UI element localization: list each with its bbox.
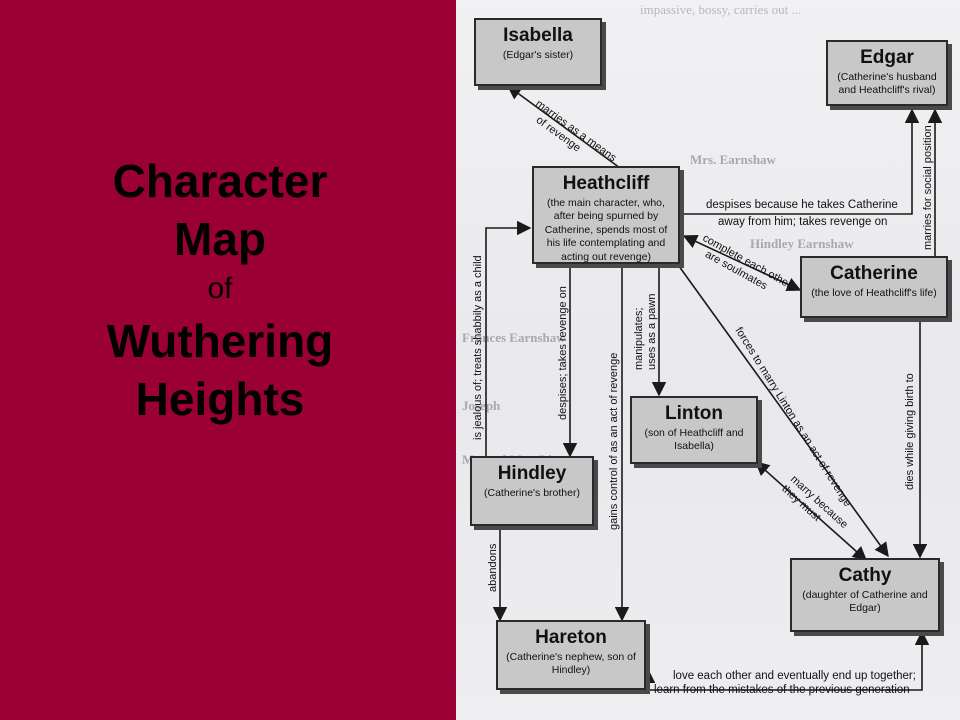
node-hareton: Hareton (Catherine's nephew, son of Hind… [496, 620, 646, 690]
background-text: impassive, bossy, carries out ... [640, 2, 802, 17]
label-marries-revenge: marries as a means of revenge [526, 98, 621, 177]
background-text: Joseph [462, 398, 501, 413]
node-edgar: Edgar (Catherine's husband and Heathclif… [826, 40, 948, 106]
label-dies-giving-birth: dies while giving birth to [904, 373, 916, 490]
node-desc: (Catherine's husband and Heathcliff's ri… [837, 70, 937, 97]
title-line-of: of [207, 272, 233, 305]
node-name: Heathcliff [562, 173, 650, 194]
link-hindley-heathcliff [485, 220, 532, 456]
node-name: Catherine [830, 263, 918, 284]
node-desc: (Catherine's brother) [484, 486, 580, 499]
label-manipulates: manipulates; uses as a pawn [633, 294, 658, 370]
title-line-heights: Heights [135, 373, 305, 425]
background-text: Frances Earnshaw [462, 330, 566, 345]
node-linton: Linton (son of Heathcliff and Isabella) [630, 396, 758, 464]
node-hindley: Hindley (Catherine's brother) [470, 456, 594, 526]
link-linton-cathy [754, 461, 868, 561]
node-isabella: Isabella (Edgar's sister) [474, 18, 602, 86]
node-heathcliff: Heathcliff (the main character, who, aft… [532, 166, 680, 264]
link-heathcliff-catherine [682, 234, 802, 292]
label-despises-revenge: despises; takes revenge on [557, 286, 569, 420]
node-desc: (the love of Heathcliff's life) [811, 286, 937, 299]
node-name: Hareton [535, 627, 607, 648]
link-heathcliff-isabella [506, 85, 621, 169]
label-complete-each-other: complete each other; are soulmates [694, 232, 799, 305]
link-heathcliff-edgar [682, 108, 920, 215]
node-desc: (son of Heathcliff and Isabella) [644, 426, 744, 453]
slide-title: Character Map of Wuthering Heights [30, 158, 410, 434]
node-desc: (Edgar's sister) [502, 48, 574, 61]
title-line-wuthering: Wuthering [106, 315, 334, 367]
node-cathy: Cathy (daughter of Catherine and Edgar) [790, 558, 940, 632]
node-desc: (Catherine's nephew, son of Hindley) [506, 650, 636, 677]
label-jealous: is jealous of; treats shabbily as a chil… [472, 255, 484, 440]
label-marries-social: marries for social position [922, 125, 934, 250]
label-gains-control: gains control of as an act of revenge [608, 353, 620, 530]
link-cathy-hareton [640, 630, 930, 691]
background-text: Mrs. Earnshaw [690, 152, 776, 167]
title-line-map: Map [174, 213, 266, 265]
label-abandons: abandons [487, 543, 499, 592]
node-name: Linton [664, 403, 724, 424]
node-name: Cathy [838, 565, 892, 586]
node-desc: (the main character, who, after being sp… [544, 196, 668, 263]
title-panel [0, 0, 456, 720]
node-desc: (daughter of Catherine and Edgar) [802, 588, 928, 615]
node-name: Hindley [497, 463, 567, 484]
label-despises-takes: despises because he takes Catherine away… [706, 199, 901, 228]
node-name: Isabella [503, 25, 573, 46]
title-line-character: Character [112, 155, 328, 207]
node-catherine: Catherine (the love of Heathcliff's life… [800, 256, 948, 318]
node-name: Edgar [860, 47, 914, 68]
label-love-each-other: love each other and eventually end up to… [654, 670, 919, 696]
